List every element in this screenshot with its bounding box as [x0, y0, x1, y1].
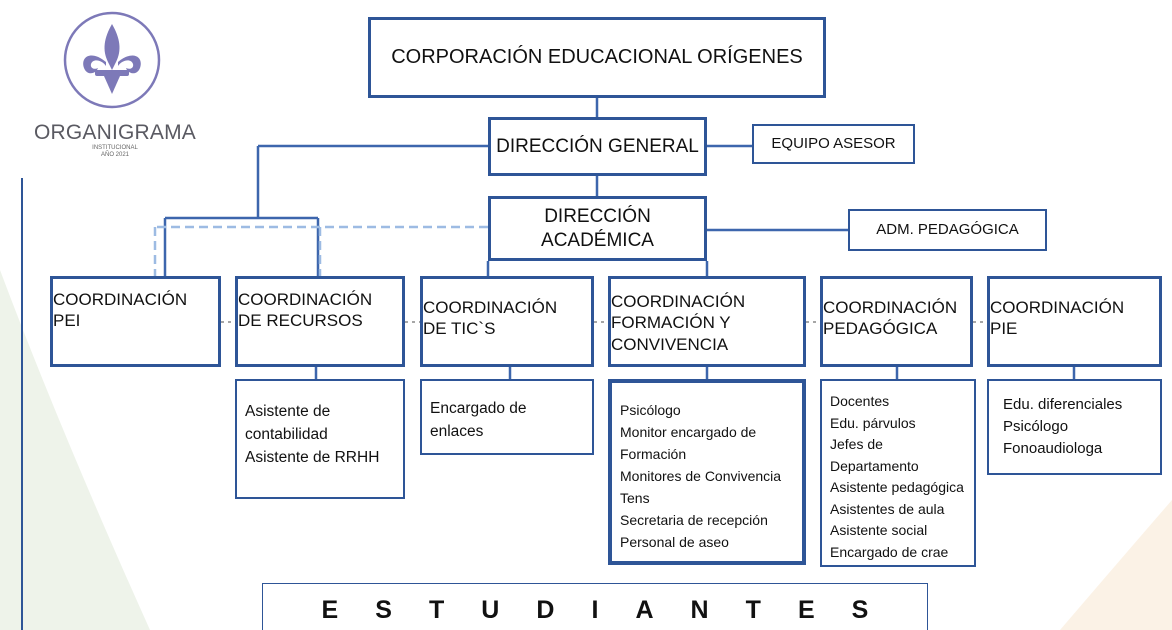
coordinacion-pie-box: COORDINACIÓN PIE: [987, 276, 1162, 367]
coordinacion-pei-box: COORDINACIÓN PEI: [50, 276, 221, 367]
estudiantes-letter: E: [321, 595, 339, 624]
coordinacion-sublabel-2: CONVIVENCIA: [611, 334, 729, 354]
coordinacion-label: COORDINACIÓN: [823, 298, 958, 317]
coordinacion-sublabel: DE RECURSOS: [238, 311, 363, 331]
corporacion-label: CORPORACIÓN EDUCACIONAL ORÍGENES: [391, 46, 803, 68]
estudiantes-letter: U: [481, 595, 500, 624]
staff-list-formacion: Psicólogo Monitor encargado de Formación…: [608, 379, 806, 565]
coordinacion-label: COORDINACIÓN: [423, 298, 558, 317]
list-item: Encargado de crae: [830, 543, 949, 560]
staff-list-pedagogica: Docentes Edu. párvulos Jefes de Departam…: [820, 379, 976, 567]
coordinacion-sublabel: DE TIC`S: [423, 319, 496, 339]
coordinacion-sublabel: PEI: [53, 311, 81, 331]
list-item: Personal de aseo: [620, 534, 729, 550]
estudiantes-letter: E: [797, 595, 815, 624]
subtitle-line-2: AÑO 2021: [100, 152, 130, 158]
staff-list-pie: Edu. diferenciales Psicólogo Fonoaudiolo…: [987, 379, 1162, 475]
estudiantes-letter: T: [745, 595, 761, 624]
estudiantes-letter: I: [591, 595, 599, 624]
coordinacion-tics-box: COORDINACIÓN DE TIC`S: [420, 276, 594, 367]
list-item: Asistente de RRHH: [245, 449, 380, 466]
subtitle-line-1: INSTITUCIONAL: [92, 145, 138, 151]
list-item: Asistentes de aula: [830, 500, 945, 517]
coordinacion-formacion-box: COORDINACIÓN FORMACIÓN Y CONVIVENCIA: [608, 276, 806, 367]
coordinacion-sublabel: PIE: [990, 319, 1018, 339]
staff-list-tics: Encargado de enlaces: [420, 379, 594, 455]
coordinacion-label: COORDINACIÓN: [990, 298, 1125, 317]
list-item: Edu. párvulos: [830, 414, 916, 431]
list-item: Monitor encargado de: [620, 424, 757, 440]
direccion-general-label: DIRECCIÓN GENERAL: [496, 135, 699, 157]
organigrama-title: ORGANIGRAMA: [33, 121, 197, 144]
equipo-asesor-box: EQUIPO ASESOR: [752, 124, 915, 164]
coordinacion-label: COORDINACIÓN: [238, 290, 373, 309]
estudiantes-box: E S T U D I A N T E S: [262, 583, 928, 630]
estudiantes-letter: A: [635, 595, 654, 624]
list-item: Encargado de: [430, 400, 527, 417]
direccion-academica-line-1: DIRECCIÓN: [544, 205, 651, 227]
corporacion-box: CORPORACIÓN EDUCACIONAL ORÍGENES: [368, 17, 826, 98]
list-item: Asistente pedagógica: [830, 479, 964, 495]
list-item: Departamento: [830, 457, 919, 474]
coordinacion-pedagogica-box: COORDINACIÓN PEDAGÓGICA: [820, 276, 973, 367]
coordinacion-sublabel: FORMACIÓN Y: [611, 313, 731, 333]
list-item: Tens: [620, 490, 650, 506]
fleur-de-lis-logo: [63, 11, 161, 109]
list-item: Formación: [620, 446, 687, 462]
coordinacion-sublabel: PEDAGÓGICA: [823, 319, 938, 339]
list-item: Psicólogo: [1003, 418, 1069, 435]
list-item: enlaces: [430, 423, 484, 440]
list-item: Asistente social: [830, 522, 928, 538]
coordinacion-label: COORDINACIÓN: [611, 292, 746, 311]
adm-pedagogica-box: ADM. PEDAGÓGICA: [848, 209, 1047, 251]
estudiantes-letter: N: [690, 595, 709, 624]
list-item: Secretaria de recepción: [620, 512, 768, 528]
estudiantes-letter: T: [428, 595, 445, 624]
direccion-academica-box: DIRECCIÓN ACADÉMICA: [488, 196, 707, 261]
estudiantes-letter: S: [851, 595, 869, 624]
estudiantes-letter: D: [536, 595, 555, 624]
coordinacion-label: COORDINACIÓN: [53, 290, 188, 309]
list-item: Docentes: [830, 393, 890, 409]
list-item: Asistente de: [245, 403, 331, 420]
list-item: Edu. diferenciales: [1003, 396, 1123, 413]
list-item: Fonoaudiologa: [1003, 440, 1103, 457]
equipo-asesor-label: EQUIPO ASESOR: [771, 134, 896, 152]
direccion-general-box: DIRECCIÓN GENERAL: [488, 117, 707, 176]
coordinacion-recursos-box: COORDINACIÓN DE RECURSOS: [235, 276, 405, 367]
list-item: Jefes de: [830, 436, 883, 452]
list-item: Monitores de Convivencia: [620, 468, 782, 484]
estudiantes-letter: S: [375, 595, 392, 624]
adm-pedagogica-label: ADM. PEDAGÓGICA: [876, 220, 1019, 238]
organigrama-subtitle: INSTITUCIONAL AÑO 2021: [30, 145, 200, 159]
list-item: Psicólogo: [620, 402, 681, 418]
list-item: contabilidad: [245, 426, 328, 443]
direccion-academica-line-2: ACADÉMICA: [541, 229, 654, 251]
staff-list-recursos: Asistente de contabilidad Asistente de R…: [235, 379, 405, 499]
